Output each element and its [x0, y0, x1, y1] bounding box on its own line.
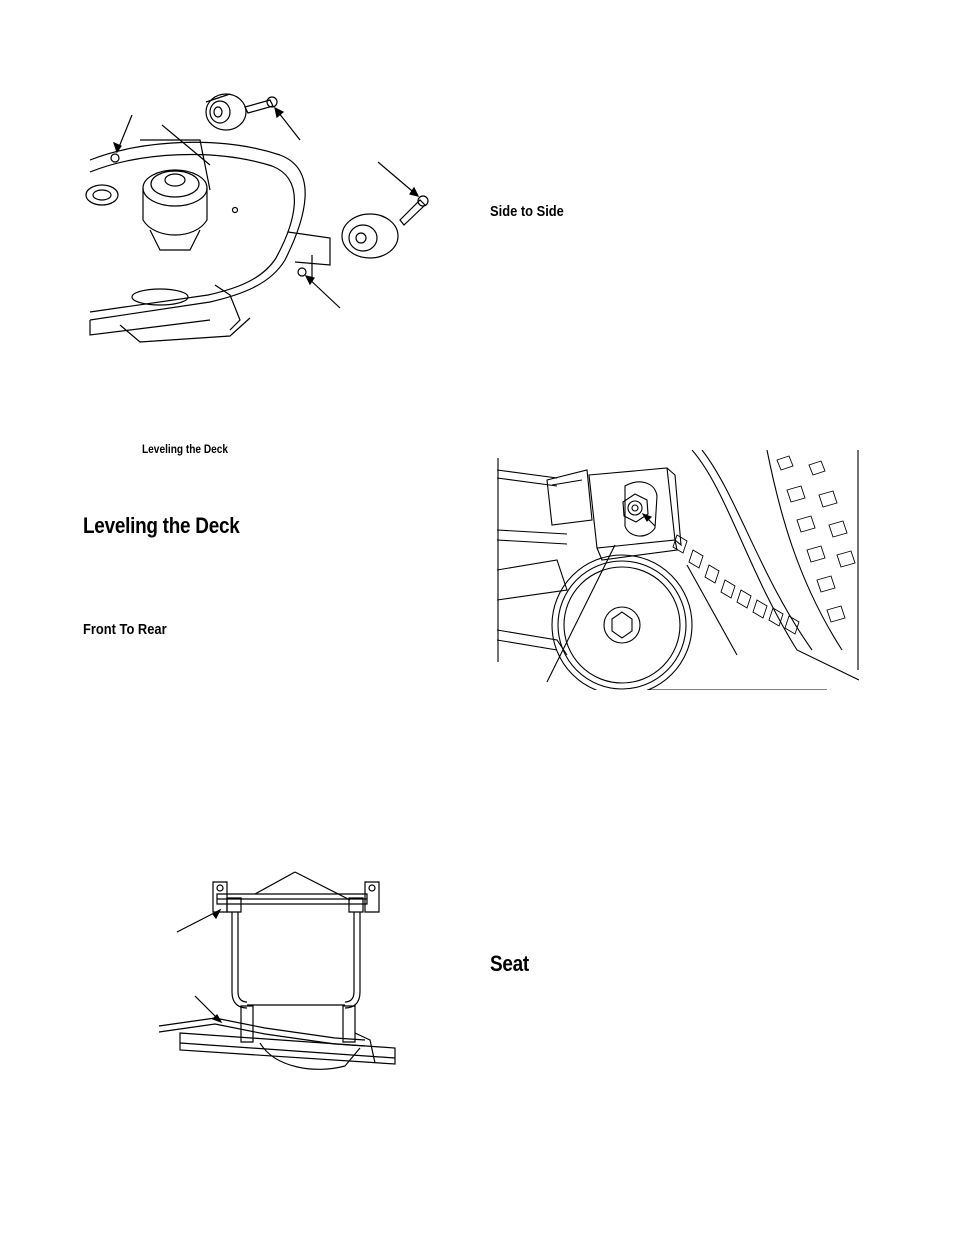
figure-caption: Leveling the Deck — [142, 444, 229, 456]
section-title-seat: Seat — [490, 951, 529, 976]
subsection-title-side-to-side: Side to Side — [490, 203, 564, 220]
section-title-leveling: Leveling the Deck — [83, 513, 240, 538]
subsection-title-front-to-rear: Front To Rear — [83, 621, 167, 638]
lift-link-illustration — [155, 868, 405, 1083]
deck-wheels-illustration — [80, 80, 440, 350]
side-adjustment-illustration — [497, 450, 859, 692]
